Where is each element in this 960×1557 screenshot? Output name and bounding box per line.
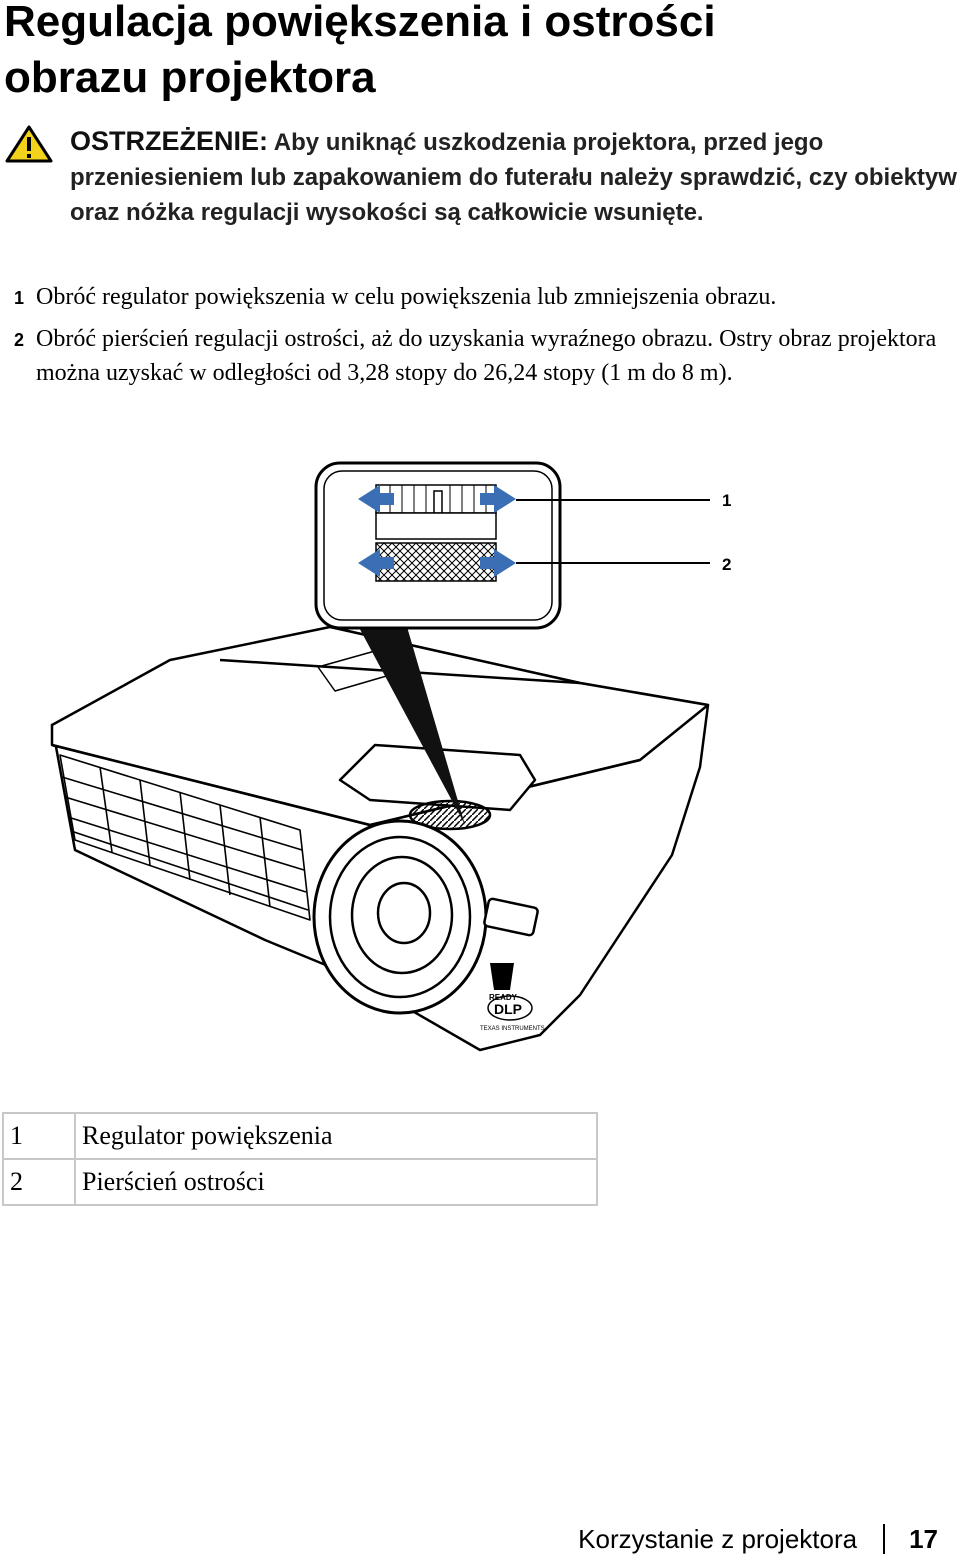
callout-1-label: 1 [722, 491, 731, 510]
footer-section: Korzystanie z projektora [578, 1524, 858, 1554]
step-text: Obróć regulator powiększenia w celu powi… [36, 284, 777, 310]
warning-lead: OSTRZEŻENIE: [70, 126, 269, 156]
table-row: 2 Pierścień ostrości [2, 1158, 598, 1206]
warning-triangle-icon [5, 125, 53, 163]
rotate-arrows [358, 485, 516, 577]
warning-text: OSTRZEŻENIE: Aby uniknąć uszkodzenia pro… [70, 124, 960, 230]
callout-2-label: 2 [722, 555, 731, 574]
legend-table: 1 Regulator powiększenia 2 Pierścień ost… [2, 1112, 598, 1206]
footer-divider [883, 1524, 886, 1554]
callout-pointer [355, 620, 465, 825]
zoom-inset [314, 461, 710, 630]
logo-dlp: DLP TEXAS INSTRUMENTS [480, 995, 545, 1032]
projector-body [50, 625, 710, 1052]
step-text: Obróć pierścień regulacji ostrości, aż d… [36, 326, 937, 386]
step-number: 2 [14, 330, 25, 350]
svg-text:DLP: DLP [494, 1001, 522, 1017]
step-2: 2 Obróć pierścień regulacji ostrości, aż… [14, 322, 950, 390]
projector-illustration: 1 2 READY DLP TEXAS INSTRUMENTS [50, 461, 731, 1052]
page-footer: Korzystanie z projektora 17 [578, 1522, 938, 1556]
legend-label: Pierścień ostrości [74, 1158, 598, 1206]
steps-list: 1 Obróć regulator powiększenia w celu po… [14, 280, 950, 398]
page-title: Regulacja powiększenia i ostrości obrazu… [4, 0, 944, 106]
svg-text:READY: READY [489, 993, 518, 1002]
legend-label: Regulator powiększenia [74, 1112, 598, 1160]
table-row: 1 Regulator powiększenia [2, 1112, 598, 1160]
svg-text:TEXAS INSTRUMENTS: TEXAS INSTRUMENTS [480, 1026, 545, 1032]
title-line-2: obrazu projektora [4, 53, 376, 102]
legend-number: 1 [2, 1112, 76, 1160]
warning-body: Aby uniknąć uszkodzenia projektora, prze… [70, 129, 957, 226]
legend-number: 2 [2, 1158, 76, 1206]
title-line-1: Regulacja powiększenia i ostrości [4, 0, 716, 46]
page-number: 17 [909, 1524, 938, 1554]
step-number: 1 [14, 288, 25, 308]
step-1: 1 Obróć regulator powiększenia w celu po… [14, 280, 950, 314]
logo-3d-ready: READY [489, 963, 518, 1002]
